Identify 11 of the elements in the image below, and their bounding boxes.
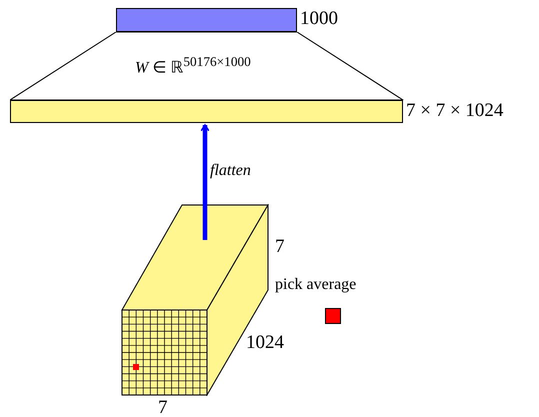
layer-bar [116,8,297,32]
note-label: pick average [275,276,356,294]
arrow [200,124,210,240]
weight-matrix-label: W ∈ ℝ$^{50176×1000}$ [135,54,251,78]
dimension-label: 1000 [300,8,338,30]
dimension-label: 7 [275,236,284,258]
edge-label: flatten [210,162,251,180]
dimension-label: 1024 [246,332,284,354]
dimension-label: 7 [158,397,168,417]
dimension-label: 7 × 7 × 1024 [406,100,504,122]
layer-bar [10,100,403,123]
